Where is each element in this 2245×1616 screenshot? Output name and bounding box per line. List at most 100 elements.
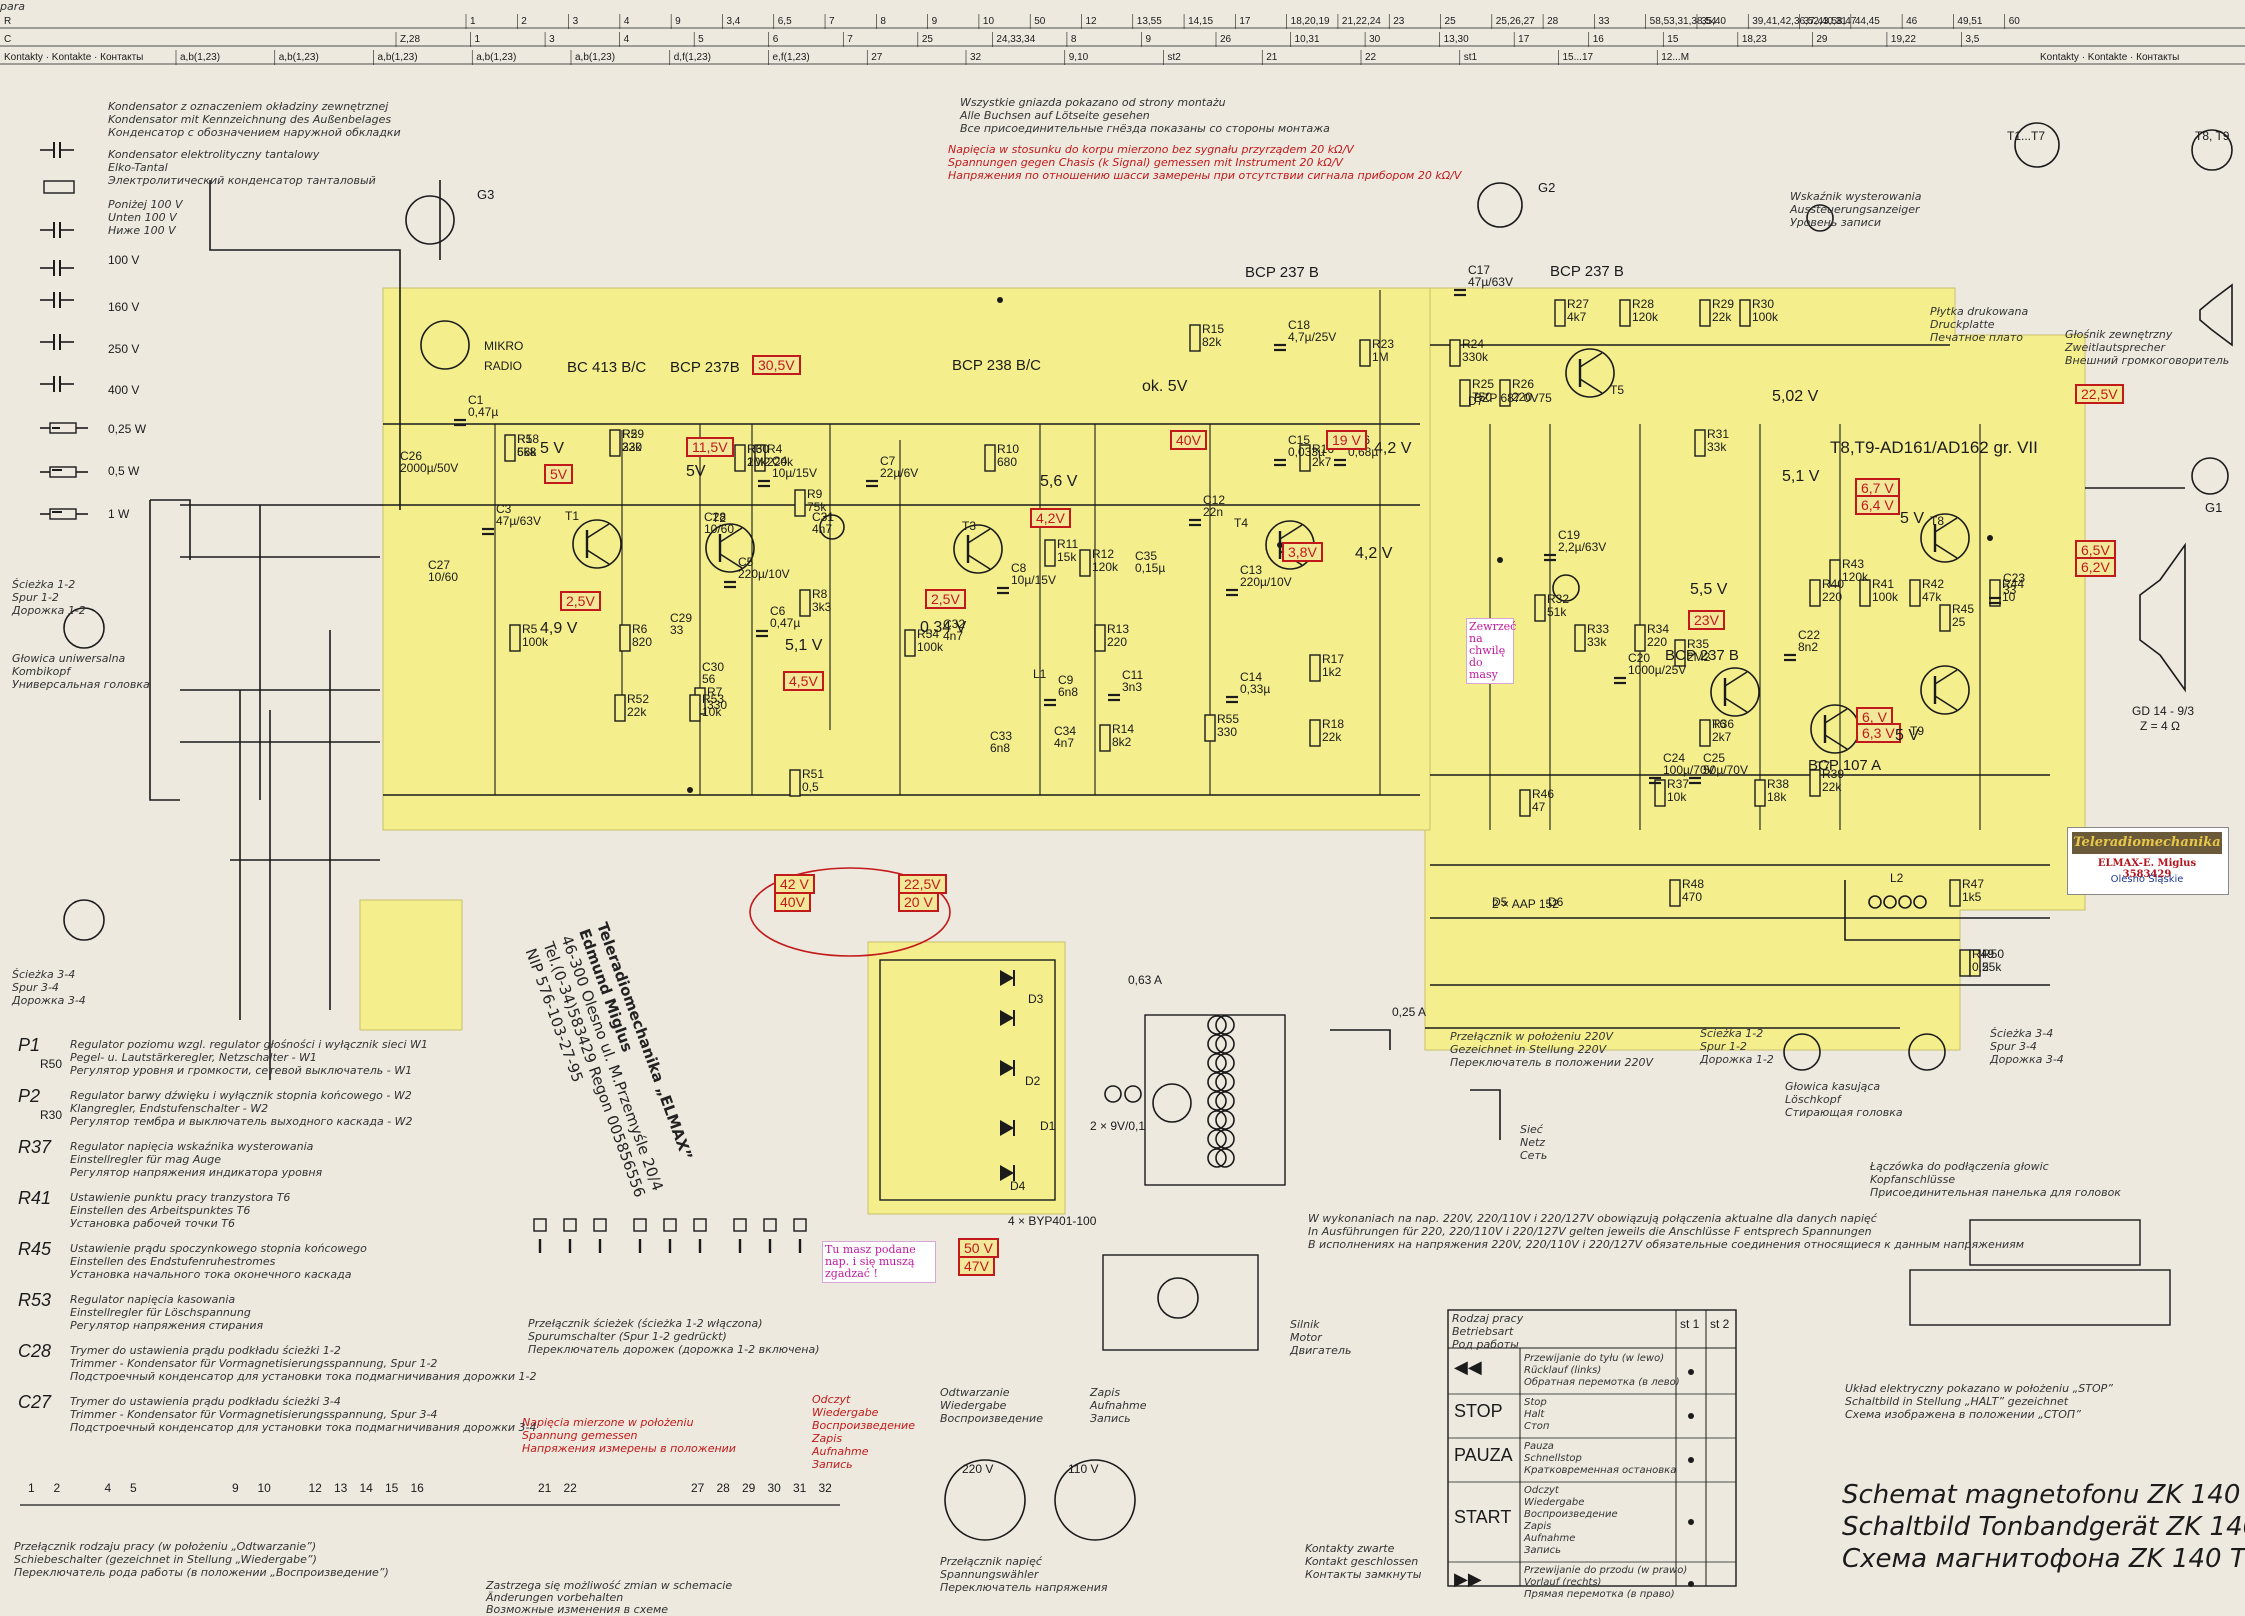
wire xyxy=(1579,378,1603,394)
resistor-name: R3 xyxy=(747,442,763,456)
resistor-name: R40 xyxy=(1822,577,1845,591)
header-cell: 39,41,42,36,52,40,31 xyxy=(1752,16,1847,27)
header-cell: st2 xyxy=(1167,52,1181,63)
switch-position: 22 xyxy=(563,1481,577,1495)
resistor-rating-025: 0,25 W xyxy=(108,422,147,436)
transistor-type: BCP 238 B/C xyxy=(952,357,1041,374)
resistor xyxy=(1669,879,1681,907)
mode-col-st2: st 2 xyxy=(1710,1317,1730,1331)
capacitor-value: 4,7µ/25V xyxy=(1288,330,1337,344)
header-cell: d,f(1,23) xyxy=(673,52,711,63)
wire xyxy=(967,554,991,570)
switch-position: 4 xyxy=(104,1481,112,1495)
resistor-name: R4 xyxy=(767,442,783,456)
resistor-name: R46 xyxy=(1532,787,1555,801)
wire xyxy=(1279,524,1303,540)
resistor xyxy=(1969,949,1981,977)
header-cell: 50 xyxy=(1034,16,1046,27)
header-cell: 17 xyxy=(1518,34,1530,45)
voltage-reading: 5 V xyxy=(540,440,565,457)
header-cell: 8 xyxy=(880,16,886,27)
resistor xyxy=(1299,444,1311,472)
wire xyxy=(209,180,401,510)
junction-dot xyxy=(1688,1519,1694,1525)
header-cell: 4 xyxy=(623,34,630,45)
voltage-reading: 4,2 V xyxy=(1374,440,1412,457)
capacitor-value: 10µ/15V xyxy=(1011,573,1056,587)
switch-position: 10 xyxy=(257,1481,271,1495)
resistor-value: 100k xyxy=(917,640,944,654)
transistor-label: T2 xyxy=(712,511,727,525)
header-cell: 9,10 xyxy=(1068,52,1089,63)
note-erase-head: Głowica kasująca Löschkopf Стирающая гол… xyxy=(1785,1080,1903,1119)
resistor-rating-1: 1 W xyxy=(108,507,130,521)
resistor-value: 2M2 xyxy=(747,455,771,469)
diode xyxy=(1000,970,1014,986)
circle xyxy=(1898,895,1912,909)
measured-voltage: 4,5V xyxy=(783,671,824,691)
wire xyxy=(150,499,191,560)
resistor xyxy=(1094,624,1106,652)
erase-head-right xyxy=(1908,1033,1946,1071)
switch-position: 15 xyxy=(385,1481,399,1495)
header-cell: 21 xyxy=(1266,52,1278,63)
speaker-impedance: Z = 4 Ω xyxy=(2140,719,2180,733)
header-cell: 27 xyxy=(871,52,883,63)
measured-voltage: 22,5V xyxy=(2075,384,2124,404)
header-cell: 19,22 xyxy=(1890,34,1916,45)
resistor-value: 56k xyxy=(517,445,537,459)
winding xyxy=(1215,1129,1235,1149)
legend-tantal: Kondensator elektrolityczny tantalowy El… xyxy=(108,148,376,187)
note-voltages: Napięcia w stosunku do korpu mierzono be… xyxy=(948,143,1462,182)
resistor-name: R13 xyxy=(1107,622,1130,636)
capacitor-value: 8n2 xyxy=(1798,640,1819,654)
switch-contact xyxy=(693,1218,707,1232)
winding xyxy=(1207,1148,1227,1168)
capacitor-name: C29 xyxy=(670,611,693,625)
voltage-reading: 5,02 V xyxy=(1772,388,1819,405)
capacitor-name: C11 xyxy=(1122,668,1144,682)
capacitor-name: C27 xyxy=(428,558,451,572)
resistor-name: R48 xyxy=(1682,877,1705,891)
mode-row-symbol: START xyxy=(1454,1507,1512,1527)
junction-dot xyxy=(997,297,1003,303)
row-label-r: R xyxy=(4,16,12,27)
header-cell: 15...17 xyxy=(1562,52,1594,63)
switch-contact xyxy=(533,1218,547,1232)
legend-text: Ustawienie punktu pracy tranzystora T6 E… xyxy=(70,1191,291,1230)
resistor-name: R24 xyxy=(1462,337,1485,351)
resistor-rating-05: 0,5 W xyxy=(108,464,140,478)
voltage-reading: 0,34 V xyxy=(920,619,967,636)
transistor-1 xyxy=(572,519,622,569)
lamp-label: 2 × 9V/0,1 xyxy=(1090,1119,1146,1133)
junction-dot xyxy=(1688,1413,1694,1419)
switch-position: 21 xyxy=(538,1481,552,1495)
legend-symbol: R37 xyxy=(18,1137,52,1157)
capacitor-name: C7 xyxy=(880,454,896,468)
resistor-value: 51k xyxy=(1547,605,1567,619)
voltage-reading: 5,1 V xyxy=(785,637,823,654)
resistor-name: R17 xyxy=(1322,652,1345,666)
voltage-selector xyxy=(944,1459,1026,1541)
header-cell: st1 xyxy=(1463,52,1478,63)
resistor-name: R26 xyxy=(1512,377,1535,391)
resistor-name: R6 xyxy=(632,622,648,636)
diode-label: D6 xyxy=(1548,895,1564,909)
capacitor-value: 0,33µ xyxy=(1240,682,1271,696)
capacitor-value: 33 xyxy=(2003,583,2017,597)
resistor-value: 10k xyxy=(702,705,722,719)
header-cell: 35,40 xyxy=(1700,16,1726,27)
capacitor-name: C1 xyxy=(468,393,484,407)
capacitor-value: 3n3 xyxy=(1122,680,1143,694)
note-track12-right: Ścieżka 1-2 Spur 1-2 Дорожка 1-2 xyxy=(1700,1027,1774,1066)
note-track34-right: Ścieżka 3-4 Spur 3-4 Дорожка 3-4 xyxy=(1990,1027,2064,1066)
capacitor-name: C17 xyxy=(1468,263,1491,277)
resistor-value: 18k xyxy=(1767,790,1787,804)
transistor-2 xyxy=(705,523,755,573)
winding xyxy=(1215,1148,1235,1168)
switch-contact xyxy=(593,1218,607,1232)
resistor xyxy=(504,434,516,462)
winding xyxy=(1215,1072,1235,1092)
resistor xyxy=(1959,949,1971,977)
